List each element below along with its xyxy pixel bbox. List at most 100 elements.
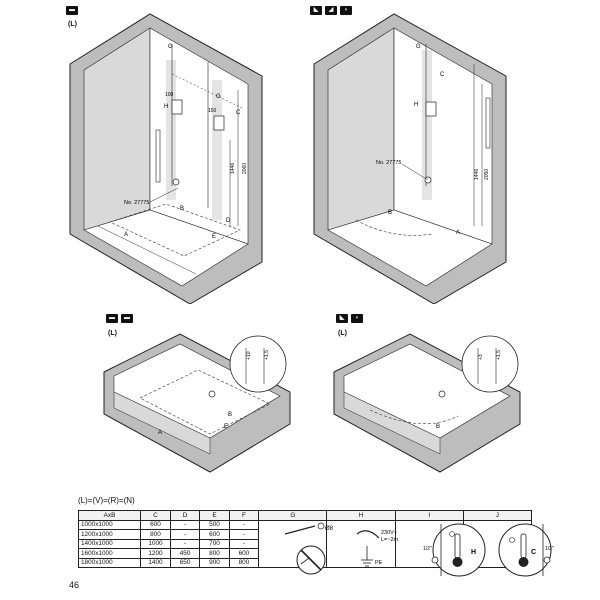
variant-icons: ▬ ▬ — [106, 314, 133, 323]
col-f: F — [228, 510, 260, 521]
product-no: No. 27775 — [124, 200, 149, 206]
label-B: B — [436, 424, 440, 430]
table-row: 1800x1000 1400 650 900 800 — [77, 557, 532, 568]
drill-icon: Ø8 — [284, 522, 334, 575]
cell-e: 600 — [199, 529, 230, 540]
room-isometric: G C H No. 27775 1446 2050 B A — [313, 13, 507, 304]
label-E: E — [212, 234, 216, 240]
variant-icons: ▬ — [66, 6, 78, 15]
product-no: No. 27775 — [376, 160, 401, 166]
variant-equation: (L)=(V)=(R)=(N) — [78, 496, 135, 505]
cell-e: 700 — [199, 538, 230, 549]
cell-c: 1000 — [140, 538, 171, 549]
cell-e: 500 — [199, 519, 230, 530]
dim-1446: 1446 — [230, 163, 236, 174]
dim-100: 100 — [165, 92, 174, 98]
floor-isometric: +3 +1,5 B — [333, 333, 521, 473]
cell-f: 800 — [228, 557, 260, 568]
thread-size: 1/2" — [545, 546, 554, 552]
label-G2: G — [216, 94, 221, 100]
cold-letter: C — [531, 549, 536, 556]
diagram-top-right: ◣ ◢ ◗ G C H No. 27775 1446 2050 B A — [306, 4, 526, 304]
cell-e: 800 — [199, 548, 230, 559]
corner-tray-icon-1: ◣ — [310, 6, 322, 15]
earth-label: PE — [375, 560, 383, 566]
corner-tray-icon: ◣ — [336, 314, 348, 323]
col-j: J — [462, 510, 533, 521]
label-A: A — [456, 230, 460, 236]
cell-f: 600 — [228, 548, 260, 559]
round-tray-icon: ◗ — [340, 6, 352, 15]
label-H: H — [414, 102, 418, 108]
label-D: D — [226, 218, 231, 224]
col-e: E — [199, 510, 230, 521]
cell-c: 1200 — [140, 548, 171, 559]
cell-d: - — [169, 529, 201, 540]
tray-icon-2: ▬ — [121, 314, 133, 323]
col-h: H — [326, 510, 396, 521]
cell-f: - — [228, 529, 260, 540]
label-G: G — [416, 44, 421, 50]
dim-150: 150 — [208, 108, 217, 114]
cell-d: 450 — [169, 548, 201, 559]
label-B: B — [180, 206, 184, 212]
label-A: A — [158, 430, 162, 436]
dim-1446: 1446 — [474, 169, 480, 180]
diagram-bottom-left: ▬ ▬ (L) +10 +1,5 A B E — [100, 312, 300, 482]
cell-axb: 1600x1000 — [77, 548, 142, 559]
thread-size: 1/2" — [423, 546, 432, 552]
tray-icon-1: ▬ — [106, 314, 118, 323]
variant-icons: ◣ ◗ — [336, 314, 363, 323]
page-number: 46 — [69, 580, 80, 590]
voltage: 230V~ — [381, 530, 397, 536]
hot-water-icon: 1/2" H — [423, 523, 486, 577]
label-H: H — [164, 104, 168, 110]
dim-plus10: +10 — [246, 351, 252, 360]
side-label: (L) — [338, 330, 347, 337]
dim-2050: 2050 — [484, 169, 490, 180]
cell-e: 900 — [199, 557, 230, 568]
corner-tray-icon-2: ◢ — [325, 6, 337, 15]
cell-d: - — [169, 519, 201, 530]
drill-size: Ø8 — [325, 526, 334, 532]
side-label: (L) — [108, 330, 117, 337]
label-B: B — [388, 210, 392, 216]
shower-tray-icon: ▬ — [66, 6, 78, 15]
col-c: C — [140, 510, 171, 521]
dim-plus3: +3 — [478, 354, 484, 360]
label-C: C — [236, 110, 241, 116]
label-B: B — [228, 412, 232, 418]
cell-axb: 1200x1000 — [77, 529, 142, 540]
cell-c: 1400 — [140, 557, 171, 568]
cell-axb: 1000x1000 — [77, 519, 142, 530]
cell-d: 650 — [169, 557, 201, 568]
variant-icons: ◣ ◢ ◗ — [310, 6, 352, 15]
col-axb: AxB — [77, 510, 142, 521]
col-i: I — [394, 510, 464, 521]
label-G: G — [168, 44, 173, 50]
dim-plus1-5: +1,5 — [496, 350, 502, 360]
hot-letter: H — [471, 549, 476, 556]
dimension-table: AxB C D E F G H I J 1000x1000 600 - 500 … — [77, 510, 533, 568]
table-row: 1400x1000 1000 - 700 - — [77, 538, 532, 549]
col-g: G — [258, 510, 328, 521]
cell-axb: 1400x1000 — [77, 538, 142, 549]
round-tray-icon: ◗ — [351, 314, 363, 323]
cell-d: - — [169, 538, 201, 549]
diagram-top-left: ▬ (L) G G H C 100 150 1446 2060 No. 2777… — [62, 4, 282, 304]
side-label: (L) — [68, 21, 77, 28]
diagram-bottom-right: ◣ ◗ (L) +3 +1,5 B — [330, 312, 530, 482]
cell-f: - — [228, 538, 260, 549]
floor-isometric: +10 +1,5 A B E — [103, 333, 291, 473]
label-C: C — [440, 72, 445, 78]
cell-c: 600 — [140, 519, 171, 530]
dim-2060: 2060 — [242, 163, 248, 174]
label-E: E — [224, 424, 228, 430]
cell-f: - — [228, 519, 260, 530]
cold-water-icon: 1/2" C — [498, 523, 554, 577]
cable-length: L=~2m — [381, 537, 399, 543]
col-d: D — [169, 510, 201, 521]
label-A: A — [124, 232, 128, 238]
cell-c: 800 — [140, 529, 171, 540]
dim-plus1-5: +1,5 — [264, 350, 270, 360]
